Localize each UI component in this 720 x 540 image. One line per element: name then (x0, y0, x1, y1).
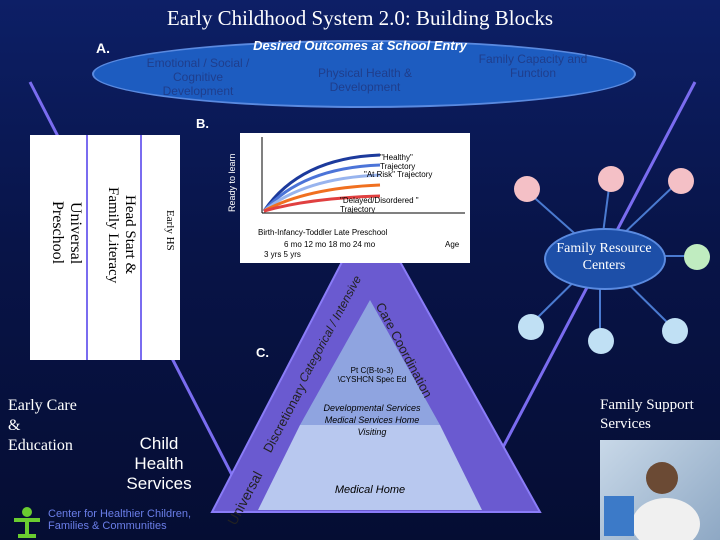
chart-age-label: Age (445, 240, 460, 249)
footer-org: Center for Healthier Children, Families … (48, 508, 191, 532)
resource-node (514, 176, 540, 202)
family-photo (600, 440, 720, 540)
pyramid-inner-lower (258, 425, 482, 510)
trajectory-curves (261, 137, 465, 214)
pillar-divider (86, 135, 88, 360)
outcome-family: Family Capacity and Function (478, 52, 588, 80)
pillar-head-start: Head Start & Family Literacy (105, 186, 138, 284)
healthy-trajectory-label: "Healthy" Trajectory (380, 153, 416, 171)
resource-node (588, 328, 614, 354)
pillars-panel (30, 135, 180, 360)
family-support-label: Family Support Services (600, 397, 694, 432)
chart-ages-top: 6 mo 12 mo 18 mo 24 mo (284, 240, 376, 249)
center-logo-icon (14, 507, 40, 538)
pyramid-middle-text: Developmental Services Medical Services … (323, 403, 421, 437)
family-resource-hub (544, 228, 666, 290)
pillar-divider (140, 135, 142, 360)
section-c-label: C. (256, 345, 269, 360)
curve-2 (262, 163, 381, 212)
resource-node (684, 244, 710, 270)
chart-ylabel: Ready to learn (227, 153, 237, 212)
page-title: Early Childhood System 2.0: Building Blo… (166, 6, 554, 30)
outcome-physical: Physical Health & Development (317, 66, 413, 94)
delayed-curve (263, 194, 381, 213)
section-a-label: A. (96, 40, 110, 56)
resource-node (662, 318, 688, 344)
outcomes-header: Desired Outcomes at School Entry (253, 38, 467, 53)
resource-node (518, 314, 544, 340)
footer-org-line2: Families & Communities (48, 520, 167, 532)
early-care-label: Early Care & Education (8, 397, 77, 454)
pyramid-top-text: Pt C(B-to-3) \CYSHCN Spec Ed (337, 366, 407, 384)
pillar-early-hs: Early HS (164, 209, 176, 251)
outcome-emotional: Emotional / Social / Cognitive Developme… (146, 56, 250, 98)
healthy-curve (262, 153, 381, 212)
at-risk-trajectory-label: "At Risk" Trajectory (364, 170, 433, 179)
at-risk-curve (263, 183, 381, 213)
family-resource-label: Family Resource Centers (556, 241, 652, 273)
resource-node (668, 168, 694, 194)
resource-node (598, 166, 624, 192)
delayed-trajectory-label: "Delayed/Disordered " Trajectory (340, 196, 419, 214)
footer-org-line1: Center for Healthier Children, (48, 508, 192, 520)
pyramid-inner-upper (300, 300, 440, 425)
pyramid-bottom-text: Medical Home (334, 484, 406, 496)
outcomes-ellipse (92, 40, 636, 108)
pillar-universal-preschool: Universal Preschool (49, 201, 84, 265)
section-b-label: B. (196, 116, 209, 131)
curve-3 (263, 173, 381, 213)
child-health-label: Child Health Services (126, 434, 192, 493)
chart-stages: Birth-Infancy-Toddler Late Preschool (258, 228, 388, 237)
chart-ages-bottom: 3 yrs 5 yrs (264, 250, 301, 259)
right-frame-line (468, 81, 697, 511)
